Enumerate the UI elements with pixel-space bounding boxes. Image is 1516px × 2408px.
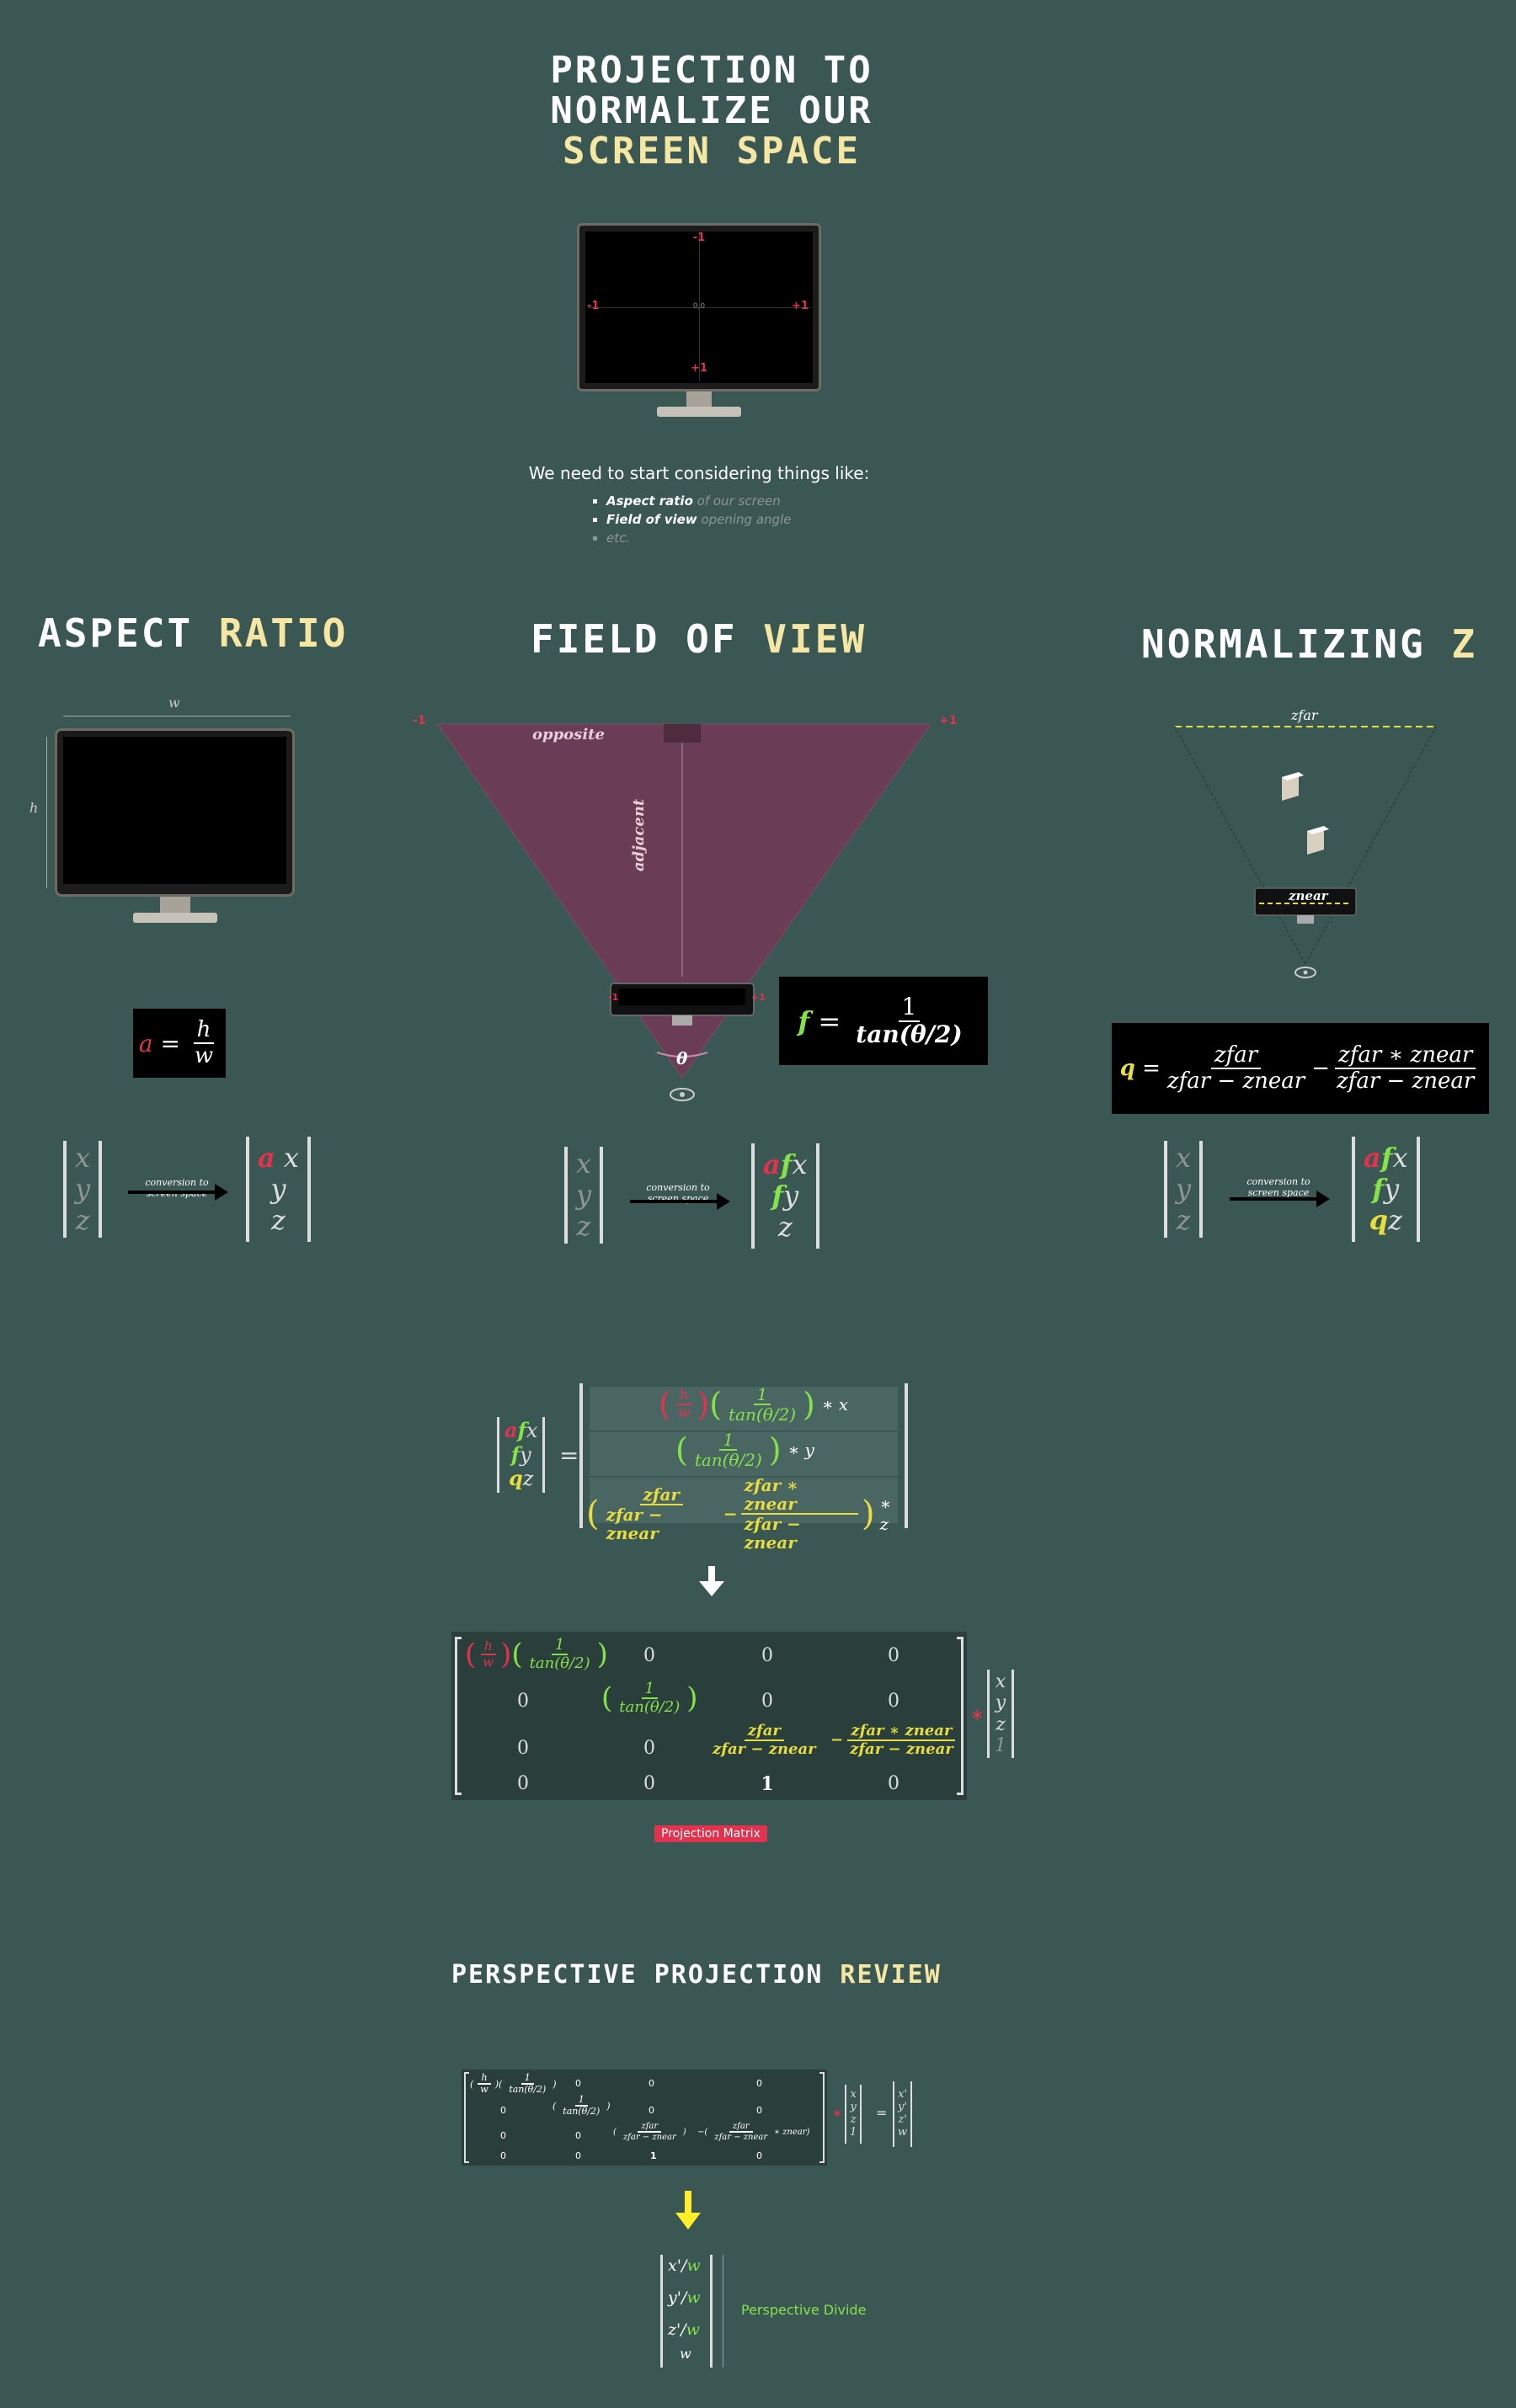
theta-label: θ	[676, 1048, 688, 1068]
title-line-2: NORMALIZE OUR	[550, 89, 873, 132]
matrix-cell-1-0: 0	[517, 1691, 529, 1712]
matrix-cell-0-2: 0	[761, 1645, 773, 1666]
opposite-label: opposite	[532, 726, 605, 743]
combined-equals: =	[559, 1441, 579, 1469]
intro-item-aspect: Aspect ratio of our screen	[606, 492, 876, 510]
matrix-cell-3-0: 0	[517, 1773, 529, 1794]
aspect-conversion-arrow	[128, 1184, 228, 1201]
znear-label: znear	[1289, 888, 1328, 903]
screen-left-label: -1	[587, 300, 600, 312]
intro-block: We need to start considering things like…	[522, 463, 876, 547]
title-line-1: PROJECTION TO	[550, 49, 873, 92]
page-title: PROJECTION TO NORMALIZE OUR SCREEN SPACE	[0, 51, 1423, 172]
review-title: PERSPECTIVE PROJECTION REVIEW	[451, 1960, 942, 1990]
down-arrow-yellow	[675, 2191, 701, 2230]
combined-lhs-vector: afx fy qz	[497, 1417, 546, 1493]
normalizing-z-title: NORMALIZING Z	[1141, 621, 1478, 667]
fov-left-tick: -1	[413, 714, 426, 727]
intro-heading: We need to start considering things like…	[528, 463, 870, 483]
review-multiply-sign: ∗	[832, 2107, 842, 2120]
height-label: h	[29, 800, 39, 816]
width-label: w	[168, 695, 180, 711]
zfar-label: zfar	[1291, 707, 1318, 723]
screen-top-label: -1	[692, 232, 706, 244]
matrix-cell-3-2: 1	[761, 1773, 774, 1795]
matrix-cell-3-3: 0	[888, 1773, 899, 1794]
screen-right-label: +1	[792, 300, 809, 312]
normalized-screen-monitor: -1 +1 -1 +1 0,0	[577, 223, 821, 425]
intro-item-etc: etc.	[606, 529, 876, 547]
fov-small-left-tick: -1	[608, 992, 619, 1003]
matrix-cell-1-3: 0	[888, 1691, 899, 1712]
matrix-cell-1-2: 0	[761, 1691, 773, 1712]
fov-conversion-arrow	[630, 1193, 730, 1210]
matrix-cell-2-1: 0	[643, 1738, 655, 1759]
matrix-cell-2-0: 0	[517, 1738, 529, 1759]
projection-matrix-label: Projection Matrix	[654, 1825, 767, 1842]
intro-item-fov: Field of view opening angle	[606, 510, 876, 529]
field-of-view-title: FIELD OF VIEW	[531, 616, 867, 662]
normz-output-vector: afx fy qz	[1352, 1137, 1420, 1242]
fov-right-tick: +1	[939, 714, 958, 727]
fov-small-right-tick: +1	[751, 992, 766, 1003]
title-line-3: SCREEN SPACE	[563, 130, 861, 173]
normz-conversion-arrow	[1230, 1191, 1330, 1207]
adjacent-label: adjacent	[630, 798, 648, 871]
matrix-cell-0-1: 0	[643, 1645, 655, 1666]
z-frustum-diagram	[1174, 726, 1437, 978]
review-output-vector: x'y'z'w	[893, 2081, 913, 2147]
perspective-divide-bracket	[723, 2255, 729, 2368]
matrix-cell-0-3: 0	[888, 1645, 899, 1666]
down-arrow-white	[699, 1566, 724, 1596]
fov-frustum-diagram	[437, 723, 931, 1101]
review-equals: =	[876, 2105, 888, 2121]
aspect-monitor: w h	[29, 690, 303, 935]
screen-center-label: 0,0	[692, 302, 706, 311]
screen-bottom-label: +1	[691, 362, 707, 375]
aspect-ratio-title: ASPECT RATIO	[38, 610, 349, 656]
fov-output-vector: afx fy z	[751, 1143, 819, 1249]
matrix-multiply-sign: ∗	[970, 1704, 985, 1724]
perspective-divide-vector: x'/w y'/w z'/w w	[660, 2255, 713, 2368]
matrix-cell-3-1: 0	[643, 1773, 655, 1794]
perspective-divide-label: Perspective Divide	[741, 2302, 867, 2318]
